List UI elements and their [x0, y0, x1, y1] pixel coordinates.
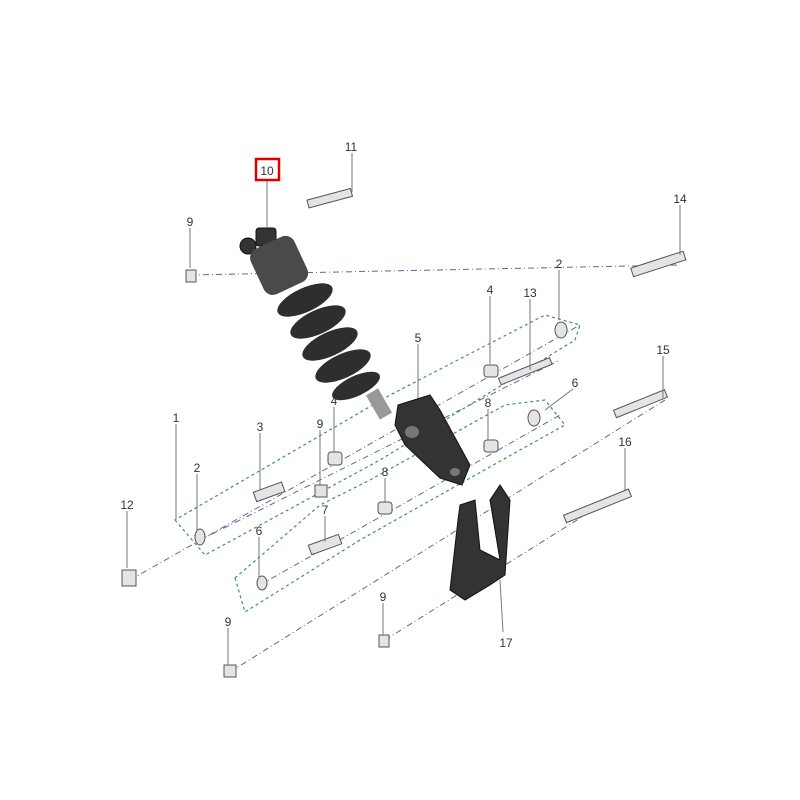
rocker-arm-5	[394, 394, 471, 486]
callout-8[interactable]: 8	[485, 396, 492, 410]
callout-3[interactable]: 3	[257, 420, 264, 434]
callout-labels: 10 11 9 14 2 4 13 5 15 6 8 4 9 3 1 2 8 7…	[120, 140, 687, 650]
nut-12	[121, 569, 137, 587]
callout-6[interactable]: 6	[256, 524, 263, 538]
link-17	[449, 484, 511, 601]
bolt-16	[562, 488, 633, 524]
callout-15[interactable]: 15	[656, 343, 670, 357]
bolt-14	[630, 250, 687, 278]
bushing-3	[252, 481, 286, 503]
callout-13[interactable]: 13	[523, 286, 537, 300]
bushing-group-outline-lower	[234, 399, 566, 613]
nut-9-bottom-left	[223, 664, 237, 678]
callout-9[interactable]: 9	[380, 590, 387, 604]
assembly-axes	[129, 264, 681, 673]
washers	[194, 321, 568, 591]
nut-9-bottom	[378, 634, 390, 648]
nut-9-top	[185, 269, 197, 283]
callout-2[interactable]: 2	[556, 257, 563, 271]
callout-9[interactable]: 9	[187, 215, 194, 229]
leader-lines	[126, 153, 681, 665]
callout-14[interactable]: 14	[673, 192, 687, 206]
callout-11[interactable]: 11	[345, 140, 358, 154]
bushing-group-outline-upper	[174, 314, 581, 556]
nut-9-middle	[314, 484, 328, 498]
bolt-11	[306, 187, 354, 209]
callout-12[interactable]: 12	[120, 498, 134, 512]
bushing-7	[307, 533, 343, 556]
callout-4[interactable]: 4	[331, 394, 338, 408]
callout-1[interactable]: 1	[173, 411, 180, 425]
highlight-box	[254, 157, 281, 182]
callout-6[interactable]: 6	[572, 376, 579, 390]
callout-9[interactable]: 9	[225, 615, 232, 629]
callout-2[interactable]: 2	[194, 461, 201, 475]
bolt-15	[612, 389, 669, 419]
callout-5[interactable]: 5	[415, 331, 422, 345]
callout-16[interactable]: 16	[618, 435, 632, 449]
callout-10[interactable]: 10	[260, 164, 274, 178]
callout-4[interactable]: 4	[487, 283, 494, 297]
shock-absorber-10	[239, 227, 393, 420]
callout-7[interactable]: 7	[322, 503, 329, 517]
bushings	[327, 364, 499, 515]
pin-13	[497, 357, 553, 386]
callout-8[interactable]: 8	[382, 465, 389, 479]
callout-17[interactable]: 17	[499, 636, 513, 650]
callout-9[interactable]: 9	[317, 417, 324, 431]
